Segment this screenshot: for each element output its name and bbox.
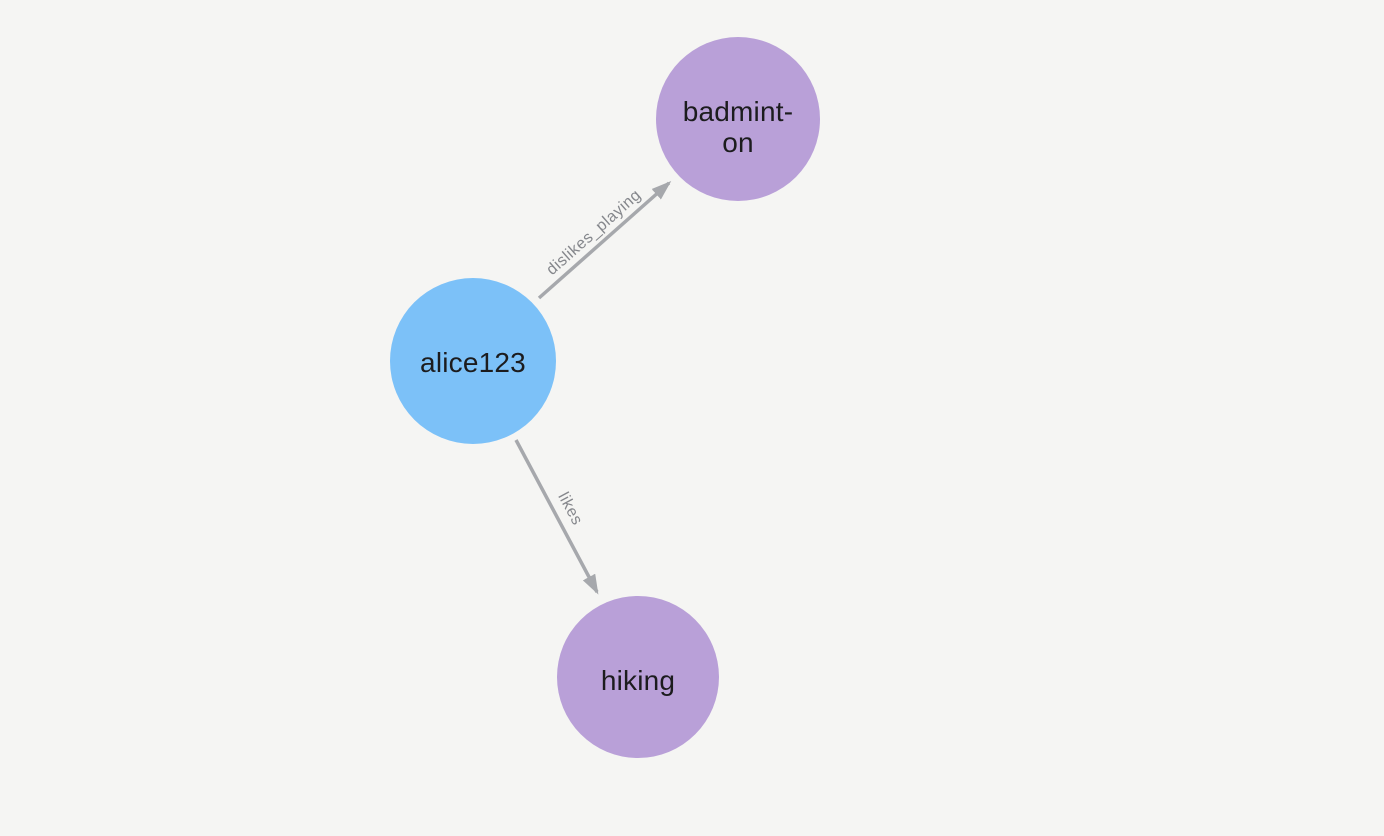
node-badminton[interactable] — [656, 37, 820, 201]
node-hiking[interactable] — [557, 596, 719, 758]
edge-dislikes-playing-label: dislikes_playing — [543, 186, 644, 278]
nodes-layer: alice123 badmint- on hiking — [390, 37, 820, 758]
edge-likes[interactable] — [514, 439, 599, 595]
node-alice123[interactable] — [390, 278, 556, 444]
edge-dislikes-playing[interactable] — [537, 181, 672, 300]
